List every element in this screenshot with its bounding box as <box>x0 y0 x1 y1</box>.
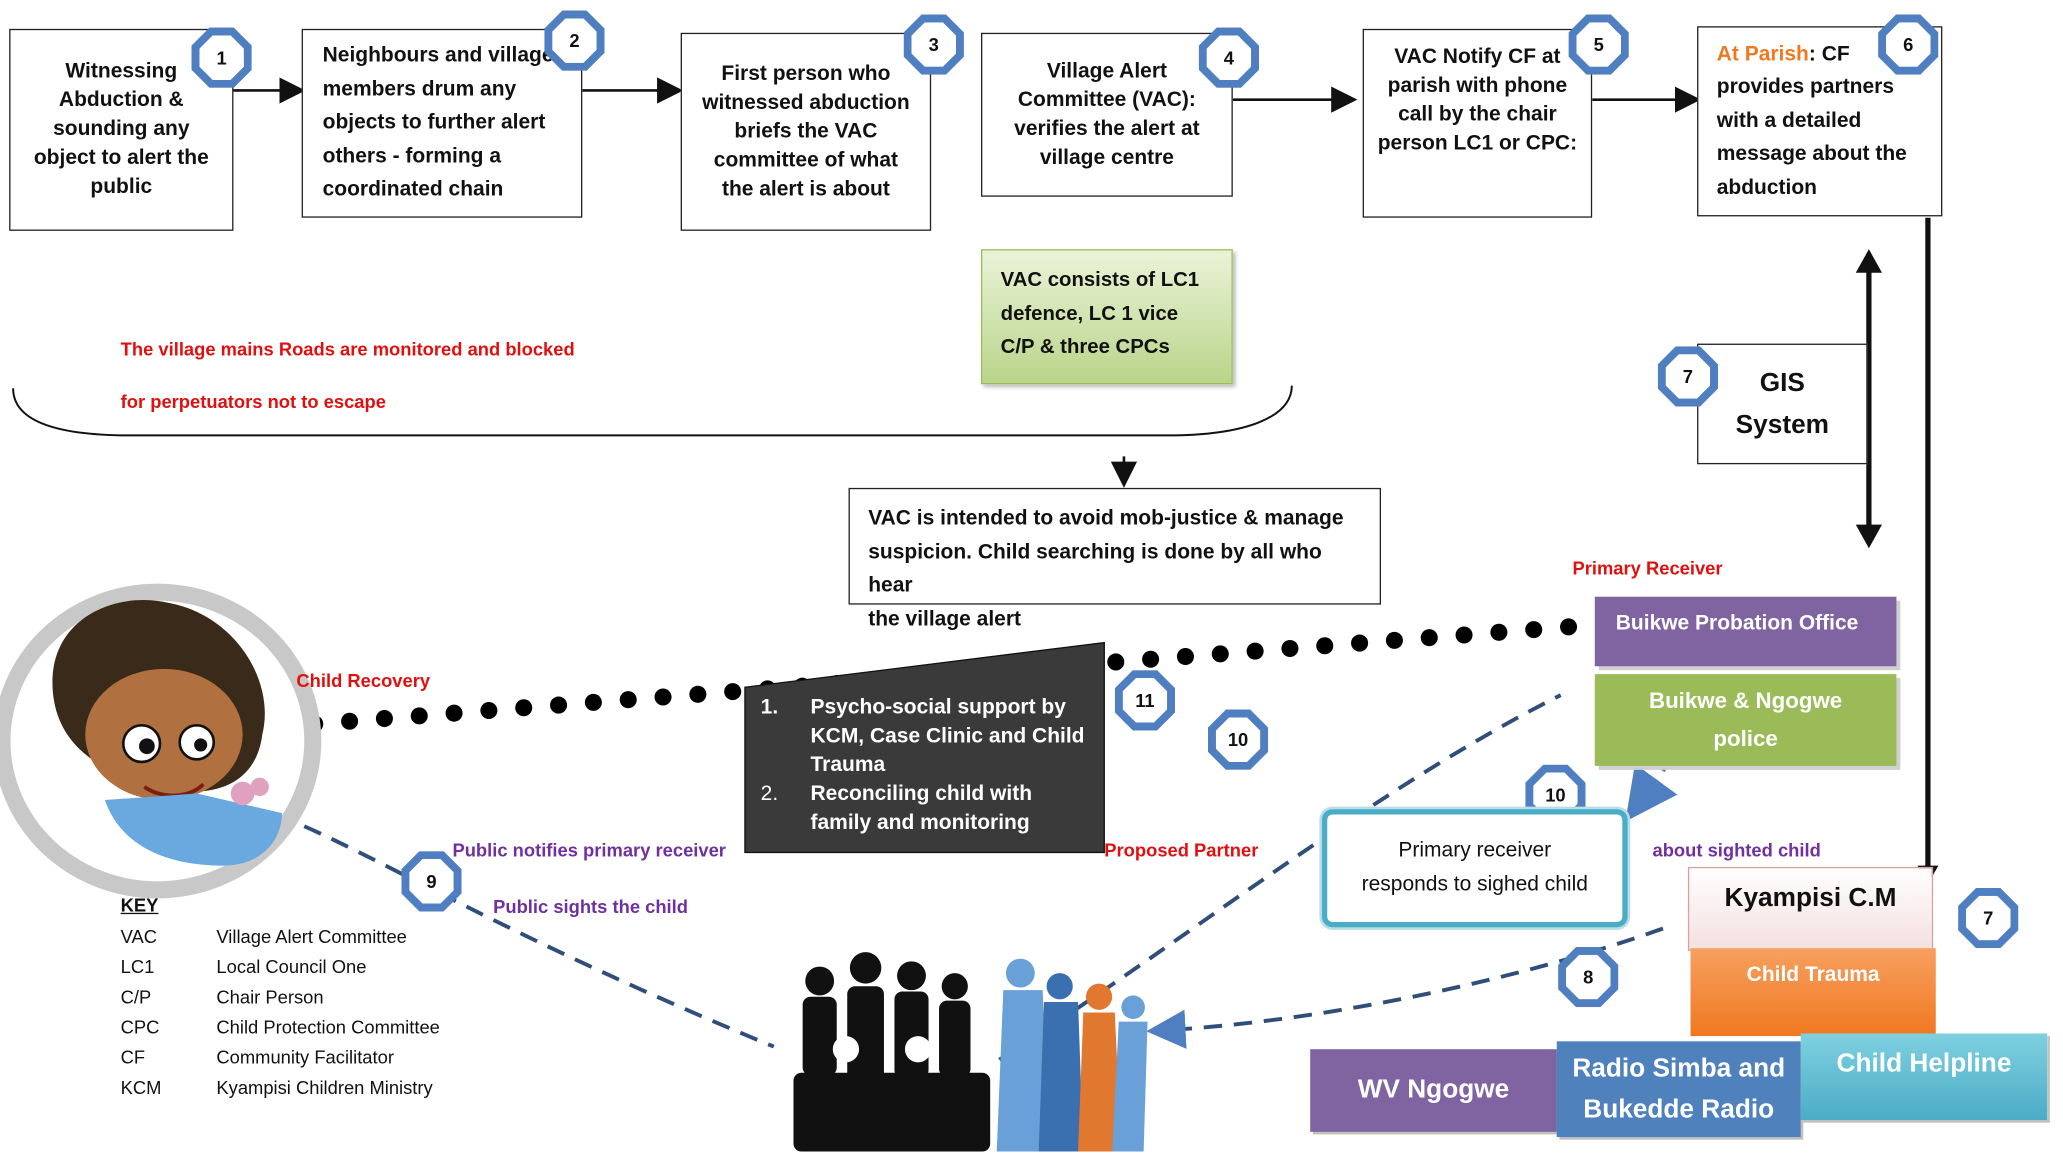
key-abbr: CPC <box>120 1015 160 1037</box>
public-sights-label: Public sights the child <box>493 895 688 917</box>
kyampisi-badge: 7 <box>1958 888 2018 948</box>
proposed-partner-label: Proposed Partner <box>1104 839 1259 861</box>
recovery-dot <box>1107 653 1125 671</box>
road-note-line2: for perpetuators not to escape <box>120 390 386 412</box>
recovery-dot <box>1316 637 1334 655</box>
child-recovery-label: Child Recovery <box>296 670 431 692</box>
step-1-badge: 1 <box>191 28 251 88</box>
step-5-badge: 5 <box>1569 14 1629 74</box>
badge-8: 8 <box>1558 947 1618 1007</box>
recovery-dot <box>1176 648 1194 666</box>
step-6-badge: 6 <box>1878 14 1938 74</box>
recovery-dot <box>1211 645 1229 663</box>
community-figures-icon <box>996 958 1148 1152</box>
recovery-dot <box>1351 634 1369 652</box>
key-row: CF Community Facilitator <box>121 1041 440 1071</box>
road-note-line1: The village mains Roads are monitored an… <box>120 338 575 360</box>
public-group-icon <box>793 952 991 1152</box>
badge-9: 9 <box>401 851 461 911</box>
key-abbr: VAC <box>120 925 158 947</box>
recovery-dot <box>550 696 568 714</box>
key-row: KCM Kyampisi Children Ministry <box>121 1071 440 1101</box>
recovery-dot <box>1142 650 1160 668</box>
probation-office-box: Buikwe Probation Office <box>1594 596 1897 667</box>
key-row: VAC Village Alert Committee <box>121 921 440 951</box>
recovery-dot <box>1281 639 1299 657</box>
badge-10-mid: 10 <box>1525 765 1585 825</box>
key-full: Local Council One <box>216 955 367 977</box>
step-5-box: VAC Notify CF at parish with phone call … <box>1362 28 1593 218</box>
recovery-dot <box>480 701 498 719</box>
support-item-1: Psycho-social support by KCM, Case Clini… <box>810 696 1085 777</box>
key-full: Village Alert Committee <box>216 925 407 947</box>
gis-system-box: GIS System <box>1697 343 1868 465</box>
vac-note: VAC consists of LC1 defence, LC 1 vice C… <box>981 249 1233 385</box>
child-helpline-box: Child Helpline <box>1800 1033 2048 1121</box>
recovery-dot <box>410 707 428 725</box>
recovery-dot <box>1246 642 1264 660</box>
child-illustration <box>0 583 322 899</box>
support-item-2: Reconciling child with family and monito… <box>810 782 1033 835</box>
key-full: Chair Person <box>216 985 324 1007</box>
recovery-dot <box>689 685 707 703</box>
recovery-dot <box>1490 623 1508 641</box>
recovery-dot <box>1560 618 1578 636</box>
recovery-dot <box>619 691 637 709</box>
mob-justice-note: VAC is intended to avoid mob-justice & m… <box>848 487 1382 630</box>
public-notifies-label: Public notifies primary receiver <box>452 839 726 861</box>
responds-box: Primary receiver responds to sighed chil… <box>1321 809 1628 928</box>
key-abbr: KCM <box>120 1076 162 1098</box>
recovery-dot <box>515 699 533 717</box>
recovery-dot <box>1525 621 1543 639</box>
about-sighted-label: about sighted child <box>1652 839 1821 861</box>
at-parish-label: At Parish <box>1716 42 1809 66</box>
wv-ngogwe-box: WV Ngogwe <box>1310 1049 1557 1132</box>
gis-badge: 7 <box>1658 346 1718 406</box>
recovery-dot <box>1385 631 1403 649</box>
key-abbr: CF <box>120 1045 146 1067</box>
step-2-badge: 2 <box>544 10 604 70</box>
step-2-box: Neighbours and village members drum any … <box>301 28 583 218</box>
key-title: KEY <box>120 894 159 916</box>
key-row: LC1 Local Council One <box>121 951 440 981</box>
recovery-dot <box>1455 626 1473 644</box>
key-row: CPC Child Protection Committee <box>121 1011 440 1041</box>
key-full: Kyampisi Children Ministry <box>216 1076 433 1098</box>
recovery-dot <box>654 688 672 706</box>
support-list: 1.Psycho-social support by KCM, Case Cli… <box>761 694 1102 838</box>
step-6-text: : CF provides partners with a detailed m… <box>1716 42 1907 200</box>
kyampisi-box: Kyampisi C.M <box>1687 866 1934 951</box>
step-3-box: First person who witnessed abduction bri… <box>680 32 932 231</box>
recovery-dot <box>724 683 742 701</box>
radio-box: Radio Simba and Bukedde Radio <box>1556 1041 1801 1138</box>
recovery-dot <box>341 712 359 730</box>
badge-10-top: 10 <box>1208 710 1268 770</box>
key-full: Child Protection Committee <box>216 1015 440 1037</box>
step-3-badge: 3 <box>904 14 964 74</box>
recovery-dot <box>584 693 602 711</box>
key-abbr: LC1 <box>120 955 155 977</box>
recovery-dot <box>1420 629 1438 647</box>
key-full: Community Facilitator <box>216 1045 394 1067</box>
police-box: Buikwe & Ngogwe police <box>1594 674 1897 766</box>
badge-11: 11 <box>1115 670 1175 730</box>
key-abbr: C/P <box>120 985 152 1007</box>
recovery-dot <box>445 704 463 722</box>
step-4-badge: 4 <box>1199 28 1259 88</box>
key-row: C/P Chair Person <box>121 981 440 1011</box>
child-trauma-box: Child Trauma <box>1690 948 1936 1037</box>
primary-receiver-label: Primary Receiver <box>1572 557 1723 579</box>
recovery-dot <box>375 710 393 728</box>
step-4-box: Village Alert Committee (VAC): verifies … <box>981 32 1233 197</box>
